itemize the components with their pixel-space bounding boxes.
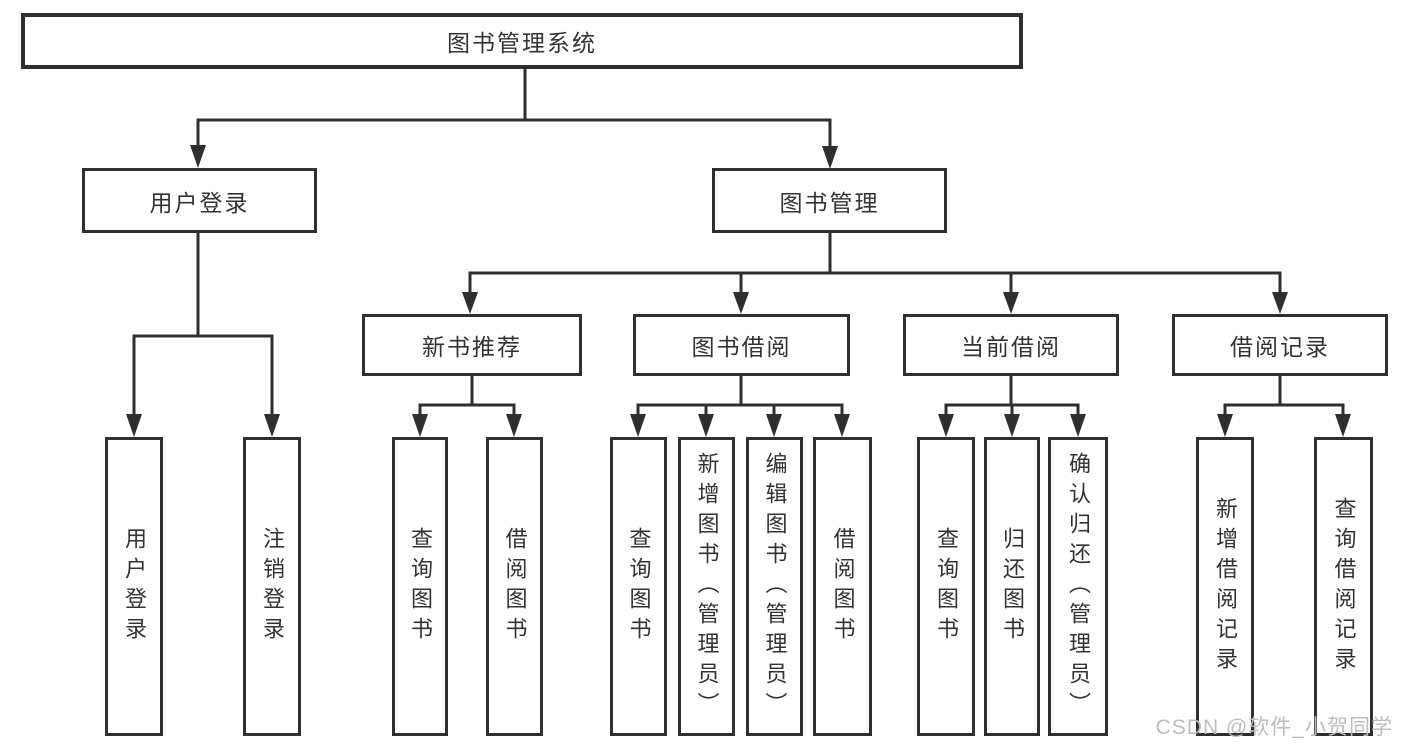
leaf-label: 查询图书 xyxy=(626,526,652,647)
leaf-label: 新增图书（管理员） xyxy=(694,451,720,722)
leaf-label: 用户登录 xyxy=(122,526,147,647)
node-book-borrowing: 图书借阅 xyxy=(633,314,850,376)
node-library-system: 图书管理系统 xyxy=(21,13,1023,69)
leaf-label: 新增借阅记录 xyxy=(1213,496,1238,677)
leaf-label: 归还图书 xyxy=(1000,526,1025,647)
leaf-user-login: 用户登录 xyxy=(105,437,163,736)
leaf-query-borrow-record: 查询借阅记录 xyxy=(1314,437,1373,736)
leaf-label: 借阅图书 xyxy=(830,526,856,647)
leaf-label: 编辑图书（管理员） xyxy=(762,451,788,722)
leaf-borrow-books-borrowing: 借阅图书 xyxy=(813,437,872,736)
node-book-management: 图书管理 xyxy=(712,168,947,233)
leaf-query-books-borrowing: 查询图书 xyxy=(610,437,667,736)
leaf-query-books-current: 查询图书 xyxy=(917,437,975,736)
node-current-borrowing: 当前借阅 xyxy=(903,314,1119,376)
leaf-borrow-books-recommend: 借阅图书 xyxy=(486,437,543,736)
leaf-label: 借阅图书 xyxy=(502,526,528,647)
leaf-label: 查询借阅记录 xyxy=(1331,496,1357,677)
leaf-return-books: 归还图书 xyxy=(984,437,1040,736)
leaf-edit-books-admin: 编辑图书（管理员） xyxy=(746,437,803,736)
leaf-label: 查询图书 xyxy=(934,526,959,647)
leaf-query-books-recommend: 查询图书 xyxy=(392,437,448,736)
leaf-label: 查询图书 xyxy=(408,526,433,647)
node-borrowing-records: 借阅记录 xyxy=(1172,314,1388,376)
leaf-confirm-return-admin: 确认归还（管理员） xyxy=(1048,437,1108,736)
node-new-book-recommendation: 新书推荐 xyxy=(362,314,582,376)
leaf-label: 注销登录 xyxy=(260,526,285,647)
leaf-add-books-admin: 新增图书（管理员） xyxy=(678,437,735,736)
leaf-add-borrow-record: 新增借阅记录 xyxy=(1196,437,1254,736)
leaf-label: 确认归还（管理员） xyxy=(1066,451,1091,722)
node-user-login: 用户登录 xyxy=(82,168,317,233)
leaf-logout: 注销登录 xyxy=(243,437,301,736)
